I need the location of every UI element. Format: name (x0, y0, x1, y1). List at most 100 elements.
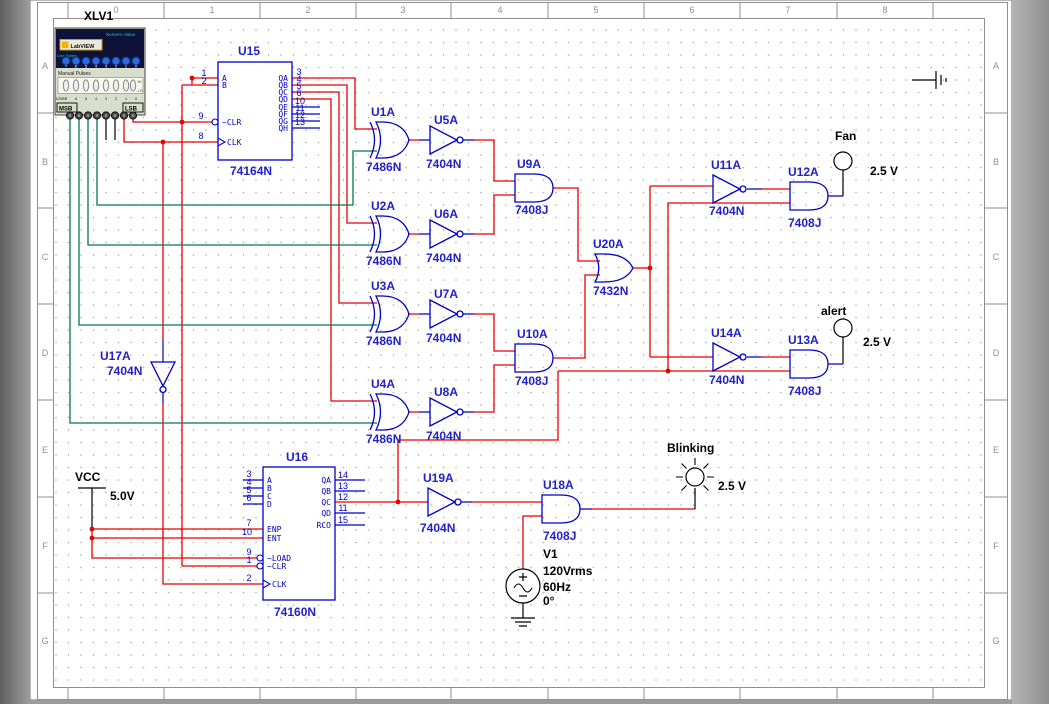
svg-text:7486N: 7486N (366, 254, 401, 268)
svg-text:A: A (42, 61, 48, 71)
probe-alert[interactable]: alert 2.5 V (821, 304, 891, 349)
svg-text:C: C (42, 252, 49, 262)
svg-text:QE: QE (278, 103, 288, 112)
probe-blinking[interactable]: Blinking 2.5 V (667, 441, 746, 496)
or-gate-u20a[interactable] (593, 253, 634, 283)
instrument-terminals[interactable] (65, 111, 138, 120)
svg-text:7: 7 (65, 64, 68, 69)
svg-text:9: 9 (246, 547, 251, 557)
lines-label: Lines (56, 96, 68, 101)
svg-text:5: 5 (246, 485, 251, 495)
inverter-u8a[interactable] (429, 396, 464, 428)
lamp-icon[interactable] (685, 467, 705, 487)
svg-text:13: 13 (338, 481, 348, 491)
blinking-label: Blinking (667, 441, 714, 455)
wires-green[interactable] (69, 118, 377, 424)
and-or-gates[interactable] (514, 173, 829, 524)
svg-text:3: 3 (296, 67, 301, 77)
svg-text:E: E (42, 445, 48, 455)
svg-text:A: A (222, 74, 227, 83)
lamp-icon[interactable] (833, 151, 853, 171)
bottom-margin (30, 700, 1012, 704)
wires-blue[interactable] (162, 106, 843, 526)
left-margin (0, 0, 30, 704)
blinking-value: 2.5 V (718, 479, 746, 493)
svg-text:1: 1 (246, 555, 251, 565)
instrument-title: XLV1 (84, 9, 113, 23)
svg-text:6: 6 (296, 88, 301, 98)
inverter-u14a[interactable] (712, 341, 747, 373)
inverter-u19a[interactable] (427, 486, 462, 518)
svg-text:14: 14 (338, 470, 348, 480)
svg-text:8: 8 (882, 5, 887, 15)
svg-text:4: 4 (296, 74, 301, 84)
and-gate-u9a[interactable] (514, 173, 554, 203)
inverter-u11a[interactable] (712, 173, 747, 205)
svg-text:5: 5 (85, 96, 88, 101)
inverter-u7a[interactable] (429, 298, 464, 330)
svg-text:C: C (993, 252, 1000, 262)
svg-text:7408J: 7408J (515, 374, 548, 388)
inverter-u5a[interactable] (429, 124, 464, 156)
svg-text:~CLR: ~CLR (222, 118, 241, 127)
u16-pin-numbers: 3 4 5 6 7 10 9 1 2 14 13 12 11 15 (242, 469, 348, 583)
and-gate-u18a[interactable] (541, 494, 581, 524)
svg-text:6: 6 (75, 96, 78, 101)
svg-text:D: D (993, 348, 1000, 358)
svg-text:12: 12 (338, 492, 348, 502)
manual-pulses-label: Manual Pulses (58, 71, 91, 77)
svg-text:7408J: 7408J (788, 384, 821, 398)
xor-gates[interactable] (369, 121, 410, 431)
svg-text:U17A: U17A (100, 349, 131, 363)
xor-gate-u3a[interactable] (369, 295, 410, 333)
svg-text:7404N: 7404N (107, 364, 142, 378)
svg-text:0: 0 (113, 5, 118, 15)
ic-u16-74160n[interactable]: U16 74160N A B C D ENP ENT ~LOAD ~CLR CL… (242, 450, 348, 619)
vcc-power-symbol[interactable]: VCC 5.0V (75, 470, 135, 503)
xor-gate-u2a[interactable] (369, 215, 410, 253)
svg-text:QA: QA (321, 476, 331, 485)
inverter-gates[interactable] (149, 124, 747, 518)
and-gate-u10a[interactable] (514, 343, 554, 373)
svg-text:U2A: U2A (371, 199, 395, 213)
inverter-u17a[interactable] (149, 361, 177, 394)
svg-text:7408J: 7408J (788, 216, 821, 230)
right-margin (1012, 0, 1049, 704)
v1-ac-source[interactable]: V1 120Vrms 60Hz 0° (505, 547, 593, 608)
probe-fan[interactable]: Fan 2.5 V (833, 129, 898, 178)
vcc-label: VCC (75, 470, 101, 484)
svg-text:7404N: 7404N (426, 157, 461, 171)
svg-text:7404N: 7404N (426, 251, 461, 265)
svg-text:~LOAD: ~LOAD (267, 554, 291, 563)
lamp-icon[interactable] (833, 318, 853, 338)
svg-text:10: 10 (295, 96, 305, 106)
svg-text:E: E (993, 445, 999, 455)
svg-text:7: 7 (785, 5, 790, 15)
inverter-u6a[interactable] (429, 218, 464, 250)
toggle-switches[interactable] (62, 79, 137, 92)
xor-gate-u4a[interactable] (369, 393, 410, 431)
svg-text:QG: QG (278, 117, 288, 126)
xor-gate-u1a[interactable] (369, 121, 410, 159)
svg-text:15: 15 (338, 515, 348, 525)
svg-text:4: 4 (95, 64, 98, 69)
u16-refdes: U16 (286, 450, 308, 464)
svg-text:3: 3 (400, 5, 405, 15)
plus-minus-icon (519, 573, 527, 597)
svg-text:7404N: 7404N (709, 373, 744, 387)
svg-text:3: 3 (105, 96, 108, 101)
svg-text:U1A: U1A (371, 105, 395, 119)
wires-red[interactable] (91, 77, 790, 585)
svg-text:7404N: 7404N (420, 521, 455, 535)
ic-u15-74164n[interactable]: U15 74164N A B ~CLR CLK QA QB QC QD QE Q… (198, 44, 305, 178)
svg-text:U4A: U4A (371, 377, 395, 391)
svg-text:U11A: U11A (711, 158, 741, 172)
svg-text:7: 7 (246, 518, 251, 528)
and-gate-u13a[interactable] (789, 349, 829, 379)
wires-black-and-symbols[interactable] (78, 71, 947, 627)
xlv1-instrument[interactable]: XLV1 LabVIEW Numeric Value Line States 7… (54, 9, 146, 120)
svg-text:6: 6 (689, 5, 694, 15)
and-gate-u12a[interactable] (789, 181, 829, 211)
